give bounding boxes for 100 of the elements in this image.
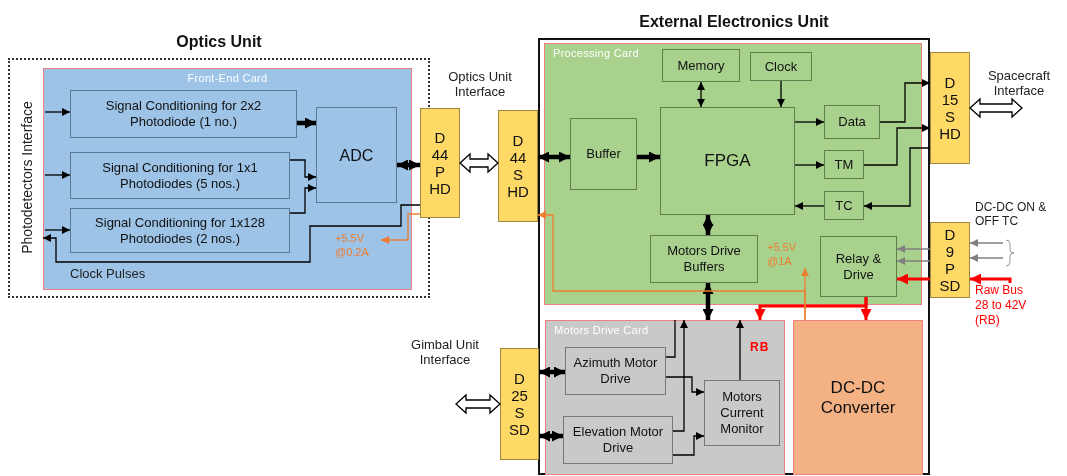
arrow	[397, 159, 420, 171]
function-block	[570, 118, 637, 190]
connector-block	[500, 348, 539, 460]
annotation-label: Optics Unit Interface	[447, 69, 513, 99]
arrow	[794, 161, 825, 169]
annotation-label: Raw Bus 28 to 42V (RB)	[975, 283, 1039, 328]
arrow	[801, 267, 809, 321]
arrow	[896, 245, 931, 253]
arrow	[42, 204, 421, 263]
block-label: Signal Conditioning for 2x2 Photodiode (1 no.)	[104, 98, 263, 130]
block-label: FPGA	[703, 151, 752, 171]
double-arrow	[969, 97, 1023, 119]
arrow	[380, 213, 421, 244]
block-label: Signal Conditioning for 1x1 Photodiodes (5 nos.)	[101, 159, 259, 192]
block-label: DC-DC Converter	[819, 377, 897, 418]
block-label: Motors Current Monitor	[719, 389, 765, 437]
arrow	[665, 376, 705, 396]
connector-block	[498, 110, 538, 222]
connector-label: D 44 S HD	[506, 132, 530, 200]
arrow	[44, 226, 71, 234]
block-label: TC	[834, 197, 854, 214]
connector-label: D 9 P SD	[938, 226, 962, 294]
arrow	[672, 319, 688, 432]
function-block	[70, 208, 290, 253]
annotation-label: Clock Pulses	[70, 266, 147, 281]
annotation-label: Spacecraft Interface	[986, 68, 1052, 98]
annotation-label: +5.5V @1A	[767, 240, 809, 268]
circuit-card	[544, 43, 922, 305]
arrow	[777, 80, 785, 108]
arrow	[672, 432, 705, 456]
connector-block	[420, 108, 460, 218]
arrow	[697, 81, 705, 108]
function-block	[824, 150, 864, 179]
arrow	[637, 151, 660, 163]
arrow	[969, 254, 1004, 262]
circuit-card	[43, 68, 412, 290]
block-label: Signal Conditioning for 1x128 Photodiodes (2 nos.)	[94, 214, 266, 247]
arrow	[863, 124, 931, 166]
function-block	[660, 107, 795, 215]
function-block	[662, 49, 740, 82]
arrow	[539, 366, 565, 378]
block-label: Buffer	[585, 146, 622, 162]
arrow	[289, 184, 317, 214]
line	[665, 319, 676, 358]
arrow	[702, 215, 714, 235]
block-label: Elevation Motor Drive	[571, 424, 665, 456]
arrow	[896, 257, 931, 265]
function-block	[70, 90, 297, 138]
function-block	[650, 235, 758, 283]
block-label: ADC	[338, 145, 375, 165]
function-block	[70, 152, 290, 199]
unit-title: Optics Unit	[175, 33, 263, 51]
arrow	[702, 283, 714, 320]
annotation-label: +5.5V @0.2A	[335, 231, 381, 259]
block-label: Motors Drive Buffers	[666, 243, 742, 275]
annotation-label: RB	[750, 340, 771, 354]
double-arrow	[455, 393, 501, 415]
function-block	[820, 236, 897, 297]
circuit-card	[545, 320, 785, 475]
block-label: TM	[833, 156, 855, 173]
annotation-label: Gimbal Unit Interface	[410, 337, 480, 367]
function-block	[750, 52, 812, 81]
function-block	[316, 107, 397, 203]
arrow	[794, 118, 825, 126]
arrow	[44, 171, 71, 179]
function-block	[824, 191, 864, 220]
vertical-label: Photodetectors Interface	[19, 100, 35, 256]
block-label: Azimuth Motor Drive	[572, 355, 659, 387]
arrow	[289, 159, 317, 181]
arrow	[969, 239, 1004, 247]
function-block	[824, 105, 880, 139]
connector-block	[930, 52, 970, 164]
converter-block	[793, 320, 923, 475]
arrow	[970, 273, 1012, 285]
connector-label: D 15 S HD	[938, 74, 962, 142]
block-label: Data	[837, 114, 867, 130]
arrow	[44, 108, 71, 116]
annotation-label: DC-DC ON & OFF TC	[975, 200, 1048, 228]
block-label: Clock	[763, 58, 799, 75]
arrow	[754, 297, 868, 320]
function-block	[565, 347, 666, 395]
arrow	[794, 202, 825, 210]
card-title: Processing Card	[553, 47, 639, 59]
arrow	[539, 430, 563, 442]
arrow	[863, 147, 931, 210]
double-arrow	[459, 152, 499, 174]
connector-label: D 44 P HD	[428, 129, 452, 197]
card-title: Front-End Card	[186, 72, 269, 84]
block-label: Relay & Drive	[834, 250, 883, 283]
arrow	[879, 79, 931, 123]
function-block	[704, 380, 780, 446]
arrow	[736, 319, 744, 381]
function-block	[563, 416, 673, 464]
arrow	[297, 117, 316, 129]
arrow	[897, 273, 930, 285]
connector-block	[930, 222, 970, 298]
arrow	[538, 151, 570, 163]
connector-label: D 25 S SD	[508, 370, 531, 438]
unit-title: External Electronics Unit	[638, 13, 830, 31]
block-label: Memory	[676, 57, 726, 74]
